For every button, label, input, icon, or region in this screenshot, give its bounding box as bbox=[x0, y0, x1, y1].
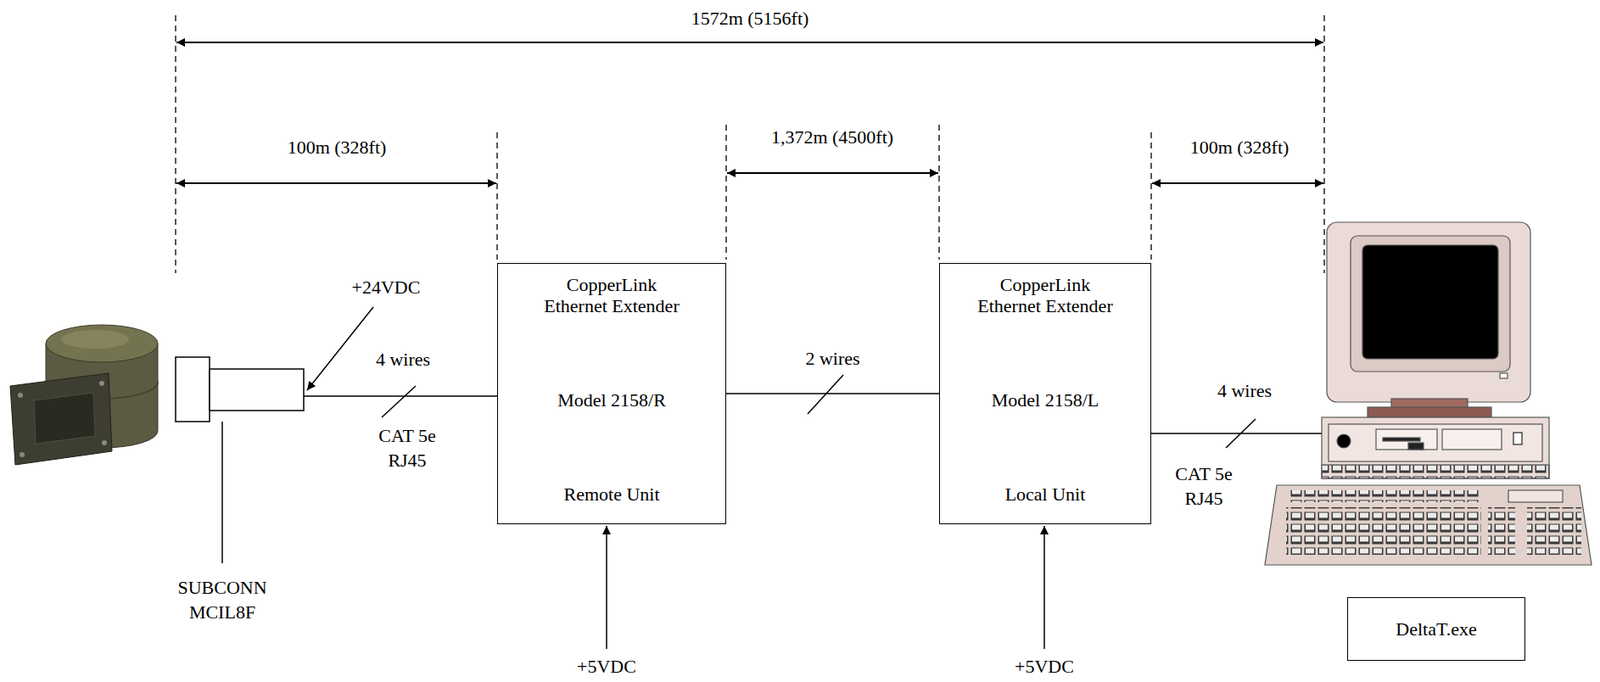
box-heading: DeltaT.exe bbox=[1395, 618, 1477, 640]
dimension-label: 1,372m (4500ft) bbox=[771, 125, 894, 151]
main-keys bbox=[1286, 507, 1482, 555]
voltage-label: +5VDC bbox=[576, 654, 637, 680]
function-keys bbox=[1289, 490, 1480, 503]
drive-bay bbox=[1376, 429, 1438, 450]
extender-box: CopperLink Ethernet ExtenderModel 2158/R… bbox=[497, 262, 727, 525]
dimension-arrow bbox=[1152, 182, 1324, 185]
box-heading: CopperLink Ethernet Extender bbox=[971, 274, 1120, 318]
numeric-keys bbox=[1527, 507, 1582, 555]
monitor-stand bbox=[1367, 407, 1492, 418]
leader-line bbox=[221, 421, 224, 564]
box-heading: CopperLink Ethernet Extender bbox=[537, 274, 687, 318]
case-vents bbox=[1321, 464, 1550, 479]
wire-count-slash bbox=[381, 386, 416, 418]
extension-line bbox=[174, 15, 176, 274]
dimension-arrows bbox=[176, 42, 1324, 184]
voltage-label: +24VDC bbox=[352, 275, 421, 301]
connector-flange bbox=[175, 357, 210, 422]
computer-picture bbox=[1264, 222, 1592, 566]
cable-type-label: CAT 5e RJ45 bbox=[1168, 462, 1240, 511]
power-button bbox=[1337, 434, 1351, 448]
part-number-label: SUBCONN MCIL8F bbox=[171, 576, 274, 625]
wire-count-label: 4 wires bbox=[375, 347, 431, 373]
desktop-case bbox=[1321, 417, 1550, 479]
box-text: Local Unit bbox=[1005, 483, 1086, 505]
box-text: Model 2158/R bbox=[557, 389, 666, 411]
wires bbox=[222, 307, 1322, 649]
connector-body bbox=[209, 369, 304, 411]
switch bbox=[1513, 432, 1522, 445]
monitor-bezel bbox=[1350, 235, 1511, 372]
monitor-led bbox=[1499, 373, 1508, 379]
monitor-screen bbox=[1362, 245, 1499, 359]
box-text: Remote Unit bbox=[563, 483, 660, 505]
monitor-case bbox=[1326, 222, 1531, 403]
sensor-top bbox=[45, 324, 158, 363]
sensor-plate bbox=[10, 373, 112, 465]
dimension-arrow bbox=[176, 182, 497, 185]
cable-line bbox=[303, 395, 498, 398]
dimension-arrow bbox=[727, 172, 939, 174]
sensor-screw bbox=[17, 392, 23, 398]
power-arrow bbox=[1043, 525, 1046, 649]
power-arrow bbox=[307, 307, 374, 391]
status-lights bbox=[1508, 490, 1563, 503]
extension-line bbox=[938, 124, 940, 260]
extender-box: CopperLink Ethernet ExtenderModel 2158/L… bbox=[939, 262, 1152, 525]
sensor-highlight bbox=[61, 330, 129, 349]
cable-line bbox=[726, 392, 940, 395]
wire-count-slash bbox=[807, 374, 844, 414]
extension-line bbox=[725, 124, 727, 260]
box-text: Model 2158/L bbox=[991, 389, 1100, 411]
extension-line bbox=[1150, 132, 1152, 260]
power-arrow bbox=[605, 525, 608, 649]
drive-bay bbox=[1442, 429, 1502, 450]
dimension-label: 100m (328ft) bbox=[1190, 135, 1290, 161]
voltage-label: +5VDC bbox=[1014, 654, 1075, 680]
drive-button bbox=[1408, 442, 1424, 450]
wire-count-slash bbox=[1225, 419, 1256, 448]
sensor-window bbox=[33, 392, 96, 444]
sensor-screw bbox=[19, 452, 25, 458]
cable-line bbox=[1151, 432, 1322, 435]
dimension-arrow bbox=[176, 41, 1324, 44]
sensor-picture bbox=[10, 324, 158, 465]
program-box: DeltaT.exe bbox=[1347, 597, 1526, 661]
keyboard bbox=[1264, 485, 1592, 566]
wire-count-label: 2 wires bbox=[805, 346, 860, 372]
dimension-label: 1572m (5156ft) bbox=[691, 6, 810, 32]
sensor-screw bbox=[99, 380, 105, 387]
extension-line bbox=[496, 132, 498, 260]
desktop-front bbox=[1328, 424, 1543, 462]
extension-line bbox=[1323, 15, 1325, 274]
connector-symbol bbox=[175, 357, 304, 422]
drive-slot bbox=[1382, 437, 1421, 442]
cable-type-label: CAT 5e RJ45 bbox=[371, 424, 443, 473]
wire-count-label: 4 wires bbox=[1217, 379, 1272, 404]
dimension-label: 100m (328ft) bbox=[287, 135, 387, 161]
extension-lines bbox=[175, 15, 1325, 274]
navigation-keys bbox=[1488, 507, 1516, 555]
sensor-screw bbox=[101, 440, 107, 446]
